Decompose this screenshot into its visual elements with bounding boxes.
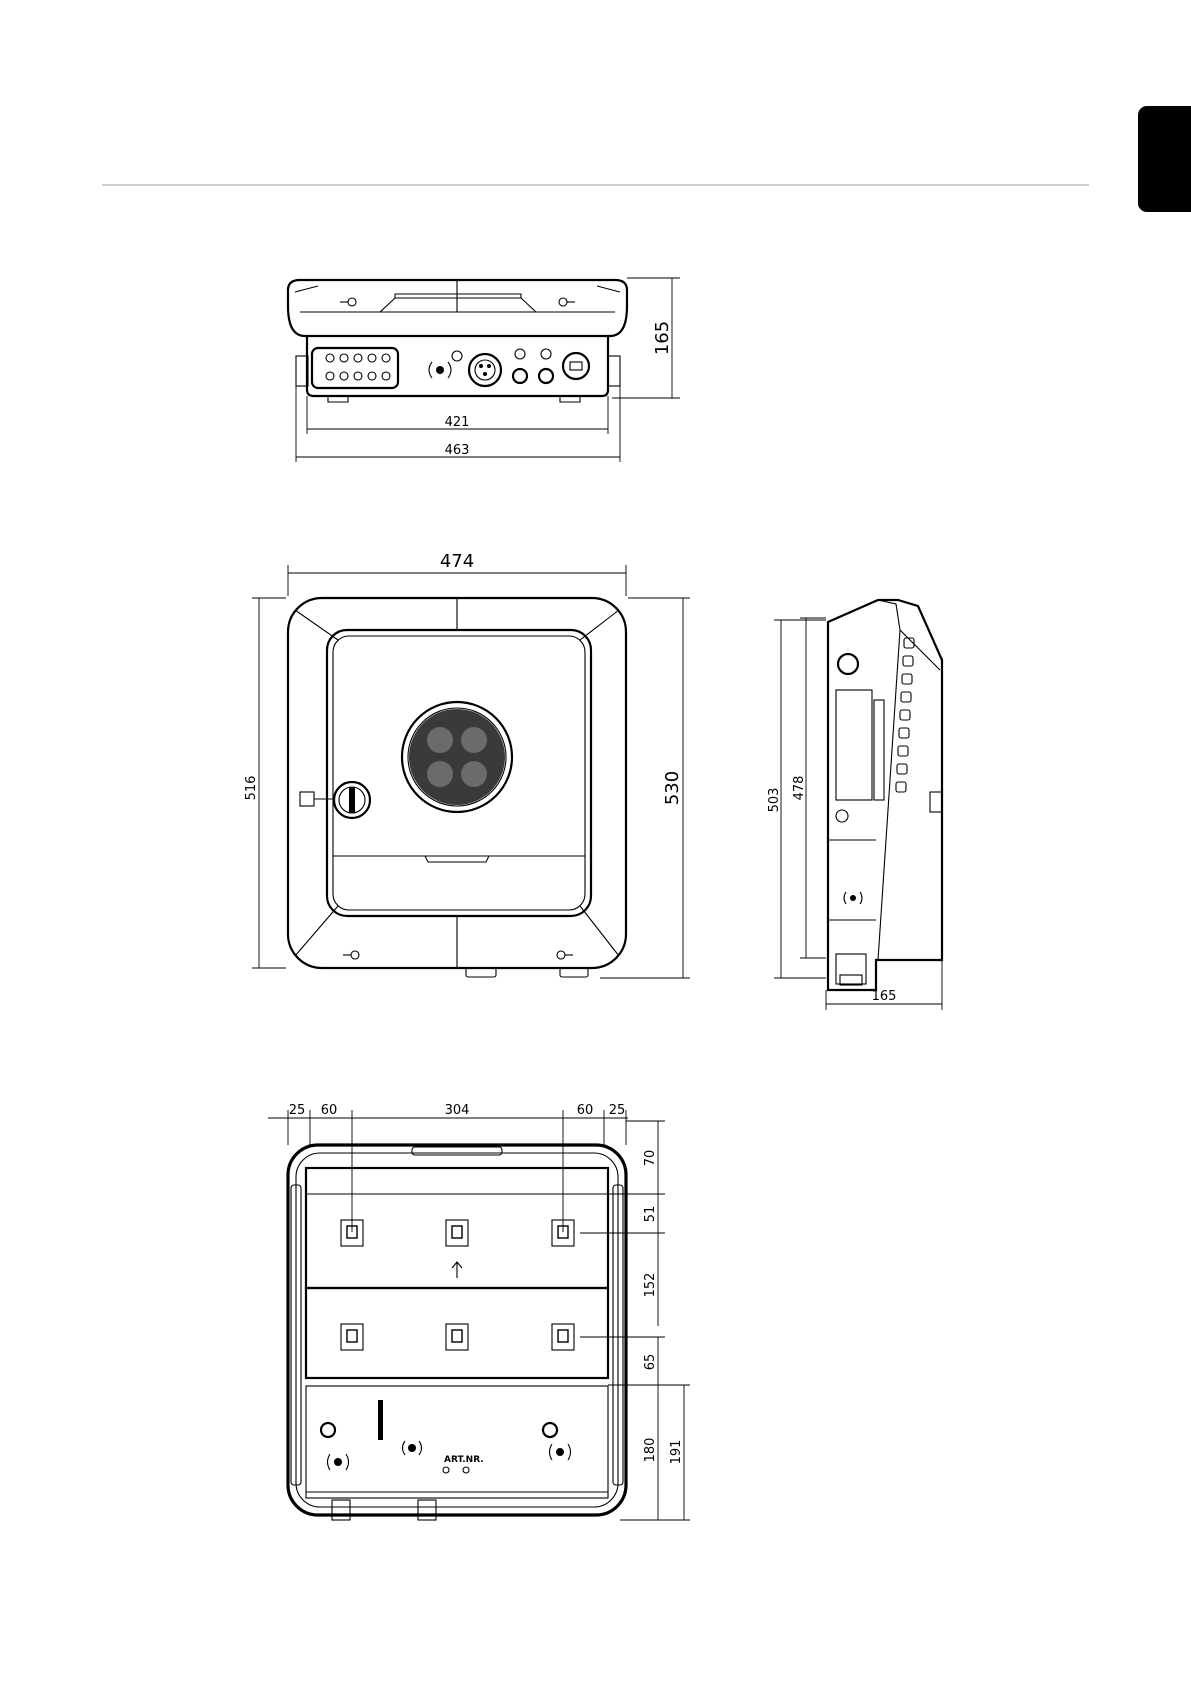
wifi-icon <box>429 362 451 378</box>
dim-top-4: 60 <box>577 1103 594 1118</box>
dim-height-left: 516 <box>244 776 259 801</box>
lock-icon <box>340 298 356 306</box>
wifi-icon <box>403 1441 422 1455</box>
lock-icon <box>559 298 575 306</box>
dc-switch-knob <box>300 782 370 818</box>
network-connector <box>563 353 589 379</box>
dim-top-1: 25 <box>289 1103 306 1118</box>
lock-icon <box>557 951 573 959</box>
dim-top-2: 60 <box>321 1103 338 1118</box>
side-view: 503 478 165 <box>767 600 942 1010</box>
dim-width: 474 <box>440 551 474 572</box>
wifi-icon <box>328 1454 349 1470</box>
dim-right-3: 152 <box>643 1273 658 1298</box>
dim-depth: 165 <box>872 989 897 1004</box>
dim-right-4: 65 <box>643 1354 658 1371</box>
fan-grille <box>402 702 512 812</box>
dim-right-1: 70 <box>643 1150 658 1167</box>
round-connector <box>469 354 501 386</box>
front-view: 474 516 530 <box>244 551 690 978</box>
wifi-icon <box>550 1444 571 1460</box>
article-number-label: ART.NR. <box>444 1455 484 1465</box>
dim-top-3: 304 <box>445 1103 470 1118</box>
dim-outer-height: 503 <box>767 788 782 813</box>
lock-icon <box>343 951 359 959</box>
dim-outer-width: 463 <box>445 443 470 458</box>
rear-view: ART.NR. 25 60 304 60 25 70 51 152 65 180 <box>268 1103 690 1520</box>
mounting-plate-lower <box>306 1288 608 1378</box>
dim-top-5: 25 <box>609 1103 626 1118</box>
dim-right-6: 191 <box>669 1440 684 1465</box>
dim-height: 165 <box>652 321 673 355</box>
dc-connector-block <box>312 348 398 388</box>
dim-right-2: 51 <box>643 1206 658 1223</box>
dim-inner-width: 421 <box>445 415 470 430</box>
dim-height-right: 530 <box>662 771 683 805</box>
dim-inner-height: 478 <box>792 776 807 801</box>
cooling-ribs <box>896 638 914 792</box>
dim-right-5: 180 <box>643 1438 658 1463</box>
bottom-view: 165 421 463 <box>288 278 680 462</box>
wifi-icon <box>844 892 862 904</box>
